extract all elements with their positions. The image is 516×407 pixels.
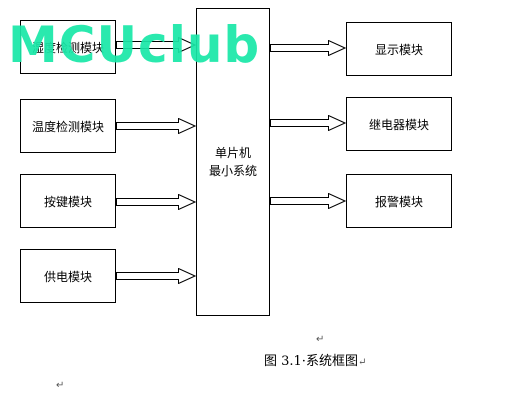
mcu-label-line1: 单片机: [214, 146, 251, 160]
arrow-keys-to-mcu: [116, 194, 196, 210]
mcu-label: 单片机 最小系统: [209, 144, 257, 180]
input-module-temperature: 温度检测模块: [20, 99, 116, 153]
output-module-display: 显示模块: [346, 22, 452, 76]
arrow-mcu-to-display: [270, 40, 346, 56]
output-module-label: 显示模块: [374, 42, 423, 57]
paragraph-mark: ↵: [357, 357, 367, 368]
input-module-label: 湿度检测模块: [31, 40, 104, 55]
arrow-mcu-to-alarm: [270, 193, 346, 209]
input-module-label: 按键模块: [43, 194, 92, 209]
caption-text: 图 3.1·系统框图: [264, 354, 358, 369]
figure-caption: 图 3.1·系统框图↵: [264, 350, 366, 369]
output-module-alarm: 报警模块: [346, 174, 452, 228]
input-module-humidity: 湿度检测模块: [20, 20, 116, 74]
input-module-power: 供电模块: [20, 249, 116, 303]
output-module-relay: 继电器模块: [346, 97, 452, 151]
paragraph-mark: ↵: [56, 380, 65, 391]
paragraph-mark: ↵: [316, 334, 325, 345]
mcu-minimum-system: 单片机 最小系统: [196, 8, 270, 316]
mcu-label-line2: 最小系统: [208, 164, 257, 178]
input-module-keys: 按键模块: [20, 174, 116, 228]
input-module-label: 供电模块: [43, 269, 92, 284]
arrow-mcu-to-relay: [270, 115, 346, 131]
arrow-power-to-mcu: [116, 268, 196, 284]
output-module-label: 继电器模块: [368, 117, 429, 132]
output-module-label: 报警模块: [374, 194, 423, 209]
arrow-humidity-to-mcu: [116, 37, 196, 53]
mcuclub-watermark: MCUclub: [8, 16, 261, 74]
input-module-label: 温度检测模块: [31, 119, 104, 134]
arrow-temperature-to-mcu: [116, 118, 196, 134]
